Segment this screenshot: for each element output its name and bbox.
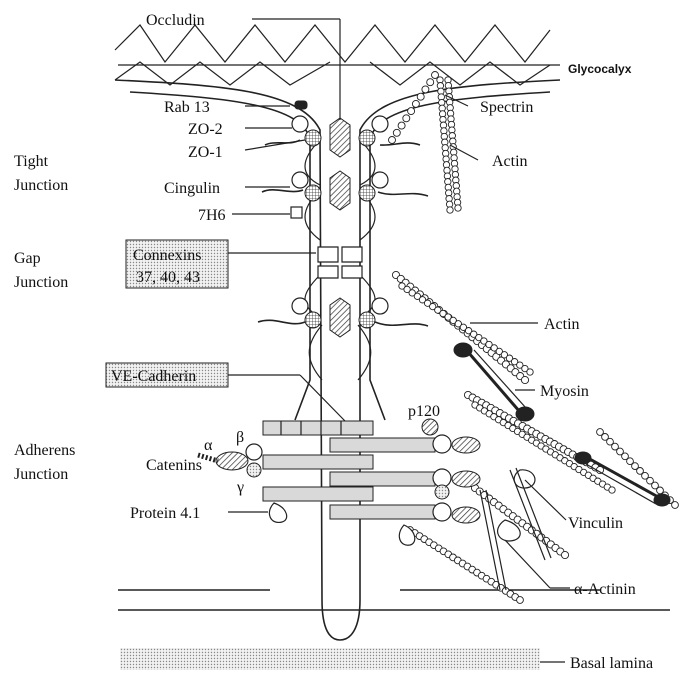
spectrin-bead bbox=[417, 93, 424, 100]
spectrin-bead bbox=[403, 115, 410, 122]
spectrin-bead bbox=[427, 79, 434, 86]
label-7h6: 7H6 bbox=[198, 207, 226, 224]
label-gap-2: Junction bbox=[14, 274, 68, 291]
label-occludin: Occludin bbox=[146, 12, 205, 29]
label-ve-cadherin: VE-Cadherin bbox=[111, 368, 196, 385]
label-gamma: γ bbox=[236, 479, 244, 496]
label-connexins-2: 37, 40, 43 bbox=[136, 269, 200, 286]
label-adherens-1: Adherens bbox=[14, 442, 75, 459]
label-actin-top: Actin bbox=[492, 153, 528, 170]
label-cingulin: Cingulin bbox=[164, 180, 220, 197]
spectrin-bead bbox=[408, 108, 415, 115]
label-tight-1: Tight bbox=[14, 153, 49, 170]
actin-bead bbox=[517, 597, 524, 604]
actin-bead bbox=[527, 369, 533, 375]
cadherin-bars bbox=[263, 421, 435, 519]
label-myosin: Myosin bbox=[540, 383, 589, 400]
label-catenins: Catenins bbox=[146, 457, 202, 474]
spectrin-bead bbox=[398, 122, 405, 129]
myosin-filaments bbox=[454, 343, 670, 506]
label-gap-1: Gap bbox=[14, 250, 41, 267]
label-basal-lamina: Basal lamina bbox=[570, 655, 653, 672]
cell-membranes bbox=[115, 80, 670, 640]
label-actin-mid: Actin bbox=[544, 316, 580, 333]
label-p120: p120 bbox=[408, 403, 440, 420]
occludin-proteins bbox=[330, 118, 350, 337]
gap-junction-connexons bbox=[318, 247, 362, 278]
spectrin-bead bbox=[412, 100, 419, 107]
label-glycocalyx: Glycocalyx bbox=[568, 62, 632, 76]
label-vinculin: Vinculin bbox=[568, 515, 623, 532]
label-protein41: Protein 4.1 bbox=[130, 505, 200, 522]
actin-bead bbox=[561, 551, 568, 558]
actin-bead bbox=[521, 376, 528, 383]
spectrin-bead bbox=[393, 129, 400, 136]
label-adherens-2: Junction bbox=[14, 466, 68, 483]
label-beta: β bbox=[236, 429, 244, 446]
label-rab13: Rab 13 bbox=[164, 99, 210, 116]
labels: Occludin Glycocalyx Rab 13 Spectrin ZO-2… bbox=[14, 12, 653, 672]
glycocalyx-layer bbox=[115, 25, 560, 85]
basal-lamina bbox=[120, 648, 540, 670]
spectrin-bead bbox=[422, 86, 429, 93]
actin-bead bbox=[609, 487, 615, 493]
label-alpha-actinin: α-Actinin bbox=[574, 581, 636, 598]
label-tight-2: Junction bbox=[14, 177, 68, 194]
spectrin-bead bbox=[389, 137, 396, 144]
label-alpha: α bbox=[204, 437, 213, 454]
actin-bead bbox=[672, 502, 679, 509]
label-spectrin: Spectrin bbox=[480, 99, 533, 116]
label-zo1: ZO-1 bbox=[188, 144, 223, 161]
label-connexins-1: Connexins bbox=[133, 247, 201, 264]
label-zo2: ZO-2 bbox=[188, 121, 223, 138]
actin-bead bbox=[455, 205, 461, 211]
top-actin-spectrin bbox=[389, 72, 462, 214]
actin-bead bbox=[447, 207, 453, 213]
